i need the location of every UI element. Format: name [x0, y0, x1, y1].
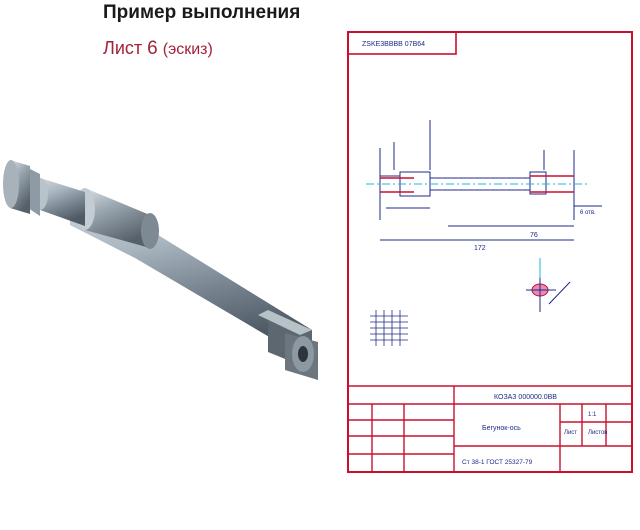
dim-hole: 6 отв.: [580, 210, 596, 216]
drawing-sheet: ZSKE3BBBB 07B64 172 76 6 отв.: [347, 31, 633, 473]
section-view-icon: [526, 258, 571, 312]
sheets-label: Листов: [588, 430, 608, 436]
subtitle-note: (эскиз): [162, 41, 213, 58]
grid-hatching-icon: [370, 310, 408, 346]
title-block: [348, 385, 632, 472]
part-name: Бегунок-ось: [482, 425, 521, 432]
subtitle-number: 6: [147, 38, 158, 59]
sheet-frame: [347, 31, 633, 473]
subtitle-word: Лист: [103, 38, 143, 58]
sheet-label: Лист: [564, 430, 577, 436]
page-title: Пример выполнения: [103, 2, 301, 23]
stamp-top-left: ZSKE3BBBB 07B64: [362, 41, 425, 48]
dim-mid: 76: [530, 232, 538, 239]
scale: 1:1: [588, 412, 597, 418]
shaft-3d-model: [3, 160, 318, 380]
material: Ст 38-1 ГОСТ 25327-79: [462, 459, 533, 466]
block-title: КОЗАЗ 000000.0ВВ: [494, 394, 557, 401]
page-subtitle: Лист 6 (эскиз): [103, 38, 213, 60]
dim-overall: 172: [474, 245, 486, 252]
